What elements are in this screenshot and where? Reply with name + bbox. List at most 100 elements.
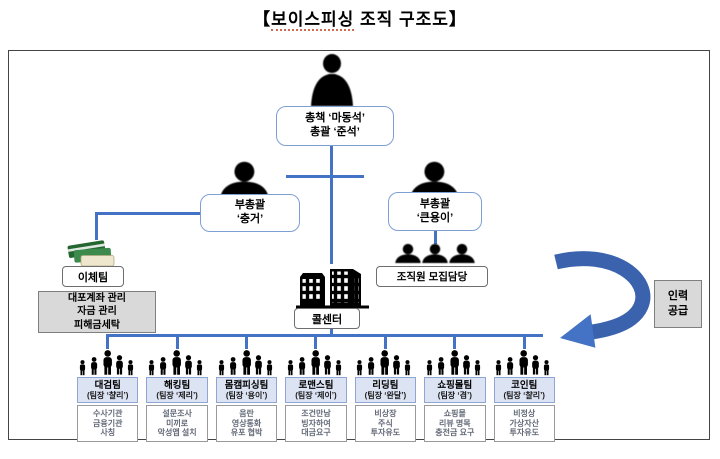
team-task: 유포 협박 (230, 428, 263, 438)
recruiting-label: 조직원 모집담당 (396, 271, 468, 283)
team-column: 몸캠피싱팀 (팀장 ‘용이’) 음란 영상통화 유포 협박 (215, 334, 278, 442)
team-task: 쇼핑몰 (443, 409, 466, 418)
team-column: 로맨스팀 (팀장 ‘제이’) 조건만남 빙자하여 대금요구 (285, 334, 347, 442)
people-group-icon (426, 350, 480, 376)
team-header: 해킹팀 (팀장 ‘제리’) (146, 377, 208, 403)
connector-drop (245, 334, 249, 349)
page-title: 【보이스피싱 조직 구조도】 (0, 5, 720, 31)
connector-left-vertical (95, 212, 98, 240)
team-leader: (팀장 ‘완달’) (364, 391, 407, 400)
transfer-duty: 자금 관리 (77, 306, 117, 318)
boss-subtitle: 총괄 ‘준석’ (310, 126, 360, 138)
team-task: 악성앱 설치 (157, 428, 197, 438)
connector-distribution-line (109, 334, 543, 337)
team-task: 충전금 요구 (435, 428, 475, 438)
team-task: 가상자산 (509, 418, 539, 428)
team-leader: (팀장 ‘용이’) (225, 391, 268, 400)
team-column: 코인팀 (팀장 ‘챨리’) 비정상 가상자산 투자유도 (493, 334, 555, 442)
people-group-icon (287, 350, 342, 376)
manpower-line2: 공급 (667, 305, 689, 317)
recruiting-box: 조직원 모집담당 (376, 266, 488, 287)
connector-drop (453, 334, 457, 349)
office-building-icon (296, 269, 369, 309)
team-task: 비정상 (513, 409, 536, 418)
team-tasks: 비상장 주식 투자유도 (354, 405, 417, 442)
call-center-box: 콜센터 (294, 308, 360, 329)
title-highlight: 보이스피싱 (271, 10, 355, 31)
connector-root-vertical (330, 145, 333, 264)
team-task: 금융기관 (92, 418, 123, 428)
team-leader: (팀장 ‘제리’) (156, 391, 198, 400)
team-header: 리딩팀 (팀장 ‘완달’) (354, 377, 417, 403)
team-column: 리딩팀 (팀장 ‘완달’) 비상장 주식 투자유도 (354, 334, 417, 442)
connector-drop (383, 334, 387, 349)
deputy-left-title: 부총괄 (234, 199, 266, 212)
title-rest: 조직 구조도】 (354, 10, 467, 29)
team-tasks: 쇼핑몰 리뷰 명목 충전금 요구 (424, 405, 486, 442)
person-silhouette-icon (311, 54, 353, 106)
team-task: 투자유도 (509, 428, 539, 438)
team-leader: (팀장 ‘챨리’) (86, 391, 129, 400)
team-tasks: 비정상 가상자산 투자유도 (493, 405, 555, 442)
team-header: 로맨스팀 (팀장 ‘제이’) (285, 377, 347, 403)
deputy-right-title: 부총괄 (419, 197, 451, 210)
deputy-left-box: 부총괄 ‘충거’ (200, 194, 300, 232)
team-name: 대검팀 (94, 380, 121, 391)
team-name: 쇼핑몰팀 (437, 380, 473, 391)
connector-right-vertical (434, 231, 437, 244)
teams-row: 대검팀 (팀장 ‘챨리’) 수사기관 금융기관 사칭 해킹팀 (팀장 ‘제리’)… (77, 334, 555, 442)
boss-title: 총책 ‘마동석’ (305, 112, 365, 125)
team-task: 투자유도 (370, 428, 401, 438)
connector-drop (522, 334, 526, 349)
title-bracket-open: 【 (253, 10, 272, 29)
transfer-duty: 피해금세탁 (74, 319, 120, 331)
people-group-icon (79, 350, 133, 376)
people-group-icon (357, 350, 411, 376)
team-column: 쇼핑몰팀 (팀장 ‘겸’) 쇼핑몰 리뷰 명목 충전금 요구 (424, 334, 486, 442)
people-group-icon (149, 350, 203, 376)
transfer-duty: 대포계좌 관리 (68, 292, 126, 304)
manpower-supply-box: 인력 공급 (654, 280, 702, 328)
team-leader: (팀장 ‘제이’) (295, 391, 337, 400)
connector-callcenter-vertical (330, 327, 333, 336)
team-task: 비상장 (374, 409, 397, 418)
transfer-team-box: 이체팀 (62, 266, 124, 287)
team-name: 로맨스팀 (298, 380, 334, 391)
connector-drop (106, 334, 110, 349)
team-tasks: 조건만남 빙자하여 대금요구 (285, 405, 347, 442)
team-header: 대검팀 (팀장 ‘챨리’) (77, 377, 139, 403)
connector-left-horizontal (95, 212, 201, 215)
team-name: 리딩팀 (372, 380, 399, 391)
team-task: 빙자하여 (301, 418, 331, 428)
team-task: 주식 (378, 418, 393, 428)
people-group-icon (218, 350, 272, 376)
team-tasks: 수사기관 금융기관 사칭 (77, 405, 139, 442)
manpower-line1: 인력 (667, 290, 689, 303)
connector-cross-horizontal (286, 175, 364, 178)
team-task: 영상통화 (231, 418, 262, 428)
boss-box: 총책 ‘마동석’ 총괄 ‘준석’ (276, 106, 394, 146)
bank-cards-icon (67, 240, 115, 267)
team-task: 음란 (239, 409, 254, 418)
team-task: 수사기관 (92, 409, 123, 418)
team-task: 대금요구 (301, 428, 331, 438)
team-column: 해킹팀 (팀장 ‘제리’) 설문조사 미끼로 악성앱 설치 (146, 334, 208, 442)
people-group-icon (496, 350, 550, 376)
team-name: 코인팀 (511, 380, 538, 391)
deputy-right-name: ‘큰용이’ (416, 211, 454, 224)
team-leader: (팀장 ‘겸’) (437, 391, 472, 400)
team-tasks: 음란 영상통화 유포 협박 (215, 405, 278, 442)
connector-drop (314, 334, 318, 349)
team-task: 미끼로 (166, 418, 189, 428)
people-group-icon (395, 243, 475, 263)
call-center-label: 콜센터 (311, 313, 343, 326)
team-task: 조건만남 (301, 409, 331, 418)
team-task: 사칭 (100, 428, 116, 438)
team-name: 몸캠피싱팀 (224, 380, 269, 391)
connector-drop (175, 334, 179, 349)
transfer-duties-box: 대포계좌 관리 자금 관리 피해금세탁 (38, 291, 156, 333)
team-column: 대검팀 (팀장 ‘챨리’) 수사기관 금융기관 사칭 (77, 334, 139, 442)
curved-arrow-icon (554, 251, 651, 348)
team-task: 리뷰 명목 (438, 418, 471, 428)
team-header: 쇼핑몰팀 (팀장 ‘겸’) (424, 377, 486, 403)
